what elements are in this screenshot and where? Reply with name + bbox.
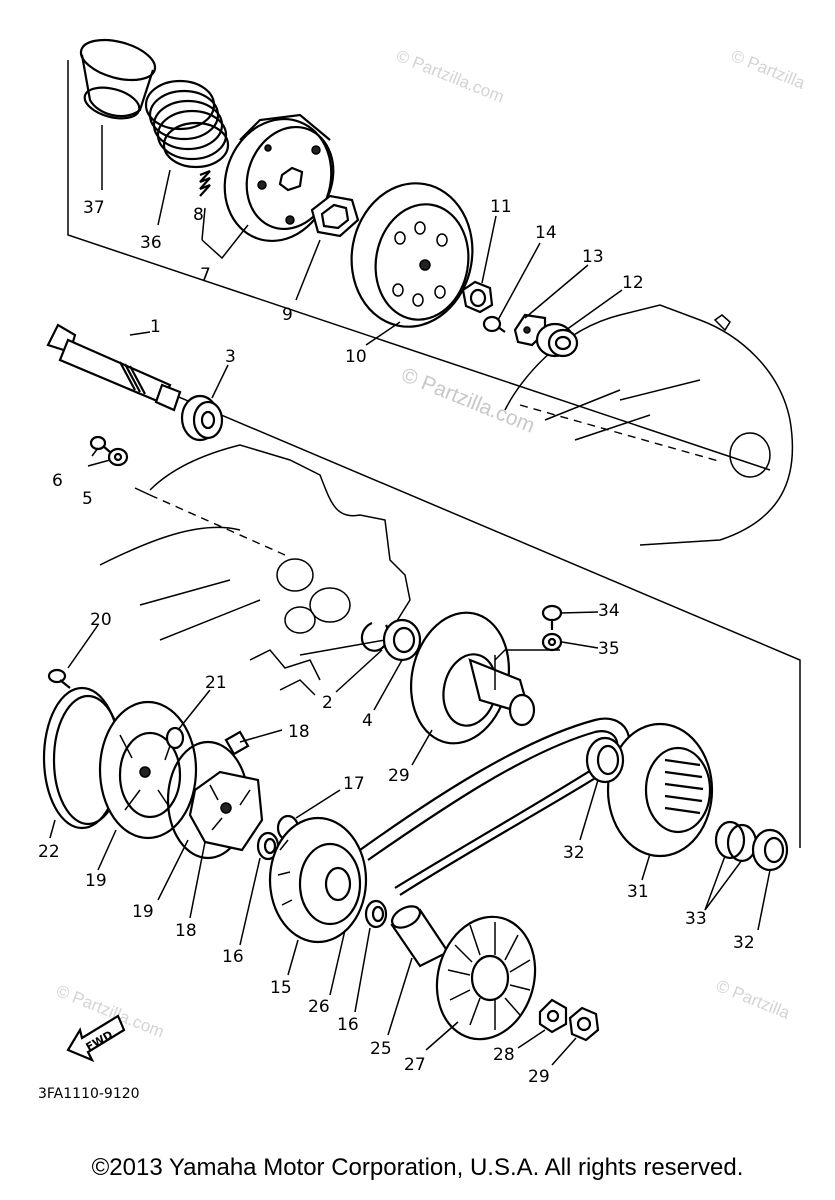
part-12-bearing xyxy=(535,322,579,358)
callout-37: 37 xyxy=(83,198,105,218)
part-37-sleeve xyxy=(79,38,157,120)
callout-18: 18 xyxy=(175,921,197,941)
callout-23: 21 xyxy=(205,673,227,693)
part-30-secondary-sheave xyxy=(409,611,536,745)
part-33-o-rings xyxy=(714,820,758,863)
part-22-screw xyxy=(47,668,71,689)
callout-19: 18 xyxy=(288,722,310,742)
callout-1: 1 xyxy=(150,317,161,337)
callout-35: 35 xyxy=(598,639,620,659)
callout-29: 29 xyxy=(528,1067,550,1087)
callout-28: 28 xyxy=(493,1045,515,1065)
part-7-clutch-carrier xyxy=(223,113,335,243)
callout-10: 10 xyxy=(345,347,367,367)
part-3-bearing xyxy=(180,394,224,442)
callout-14: 14 xyxy=(535,223,557,243)
callout-32-upper: 32 xyxy=(563,843,585,863)
part-32-oil-seal-lower xyxy=(751,828,789,872)
callout-15: 15 xyxy=(270,978,292,998)
part-16-bushing-right xyxy=(364,899,388,929)
part-36-spring xyxy=(144,79,230,169)
part-21-cam-plate xyxy=(98,700,198,840)
assembly-frame xyxy=(55,60,801,848)
part-32-oil-seal-upper xyxy=(585,736,625,784)
watermark-top-right: © Partzilla xyxy=(729,46,809,93)
part-23-bushing xyxy=(165,726,185,750)
callout-16-right: 16 xyxy=(337,1015,359,1035)
callout-labels: 37 36 8 7 9 10 11 14 13 12 1 3 6 5 20 21… xyxy=(38,197,755,1087)
part-34-bolt xyxy=(541,604,563,630)
callout-9: 9 xyxy=(282,305,293,325)
callout-31: 31 xyxy=(627,882,649,902)
callout-3: 3 xyxy=(225,347,236,367)
callout-36: 36 xyxy=(140,233,162,253)
callout-34: 34 xyxy=(598,601,620,621)
fwd-arrow: FWD xyxy=(66,1014,126,1063)
part-31-sliding-sheave xyxy=(606,722,714,858)
part-19-slider xyxy=(224,730,250,756)
part-35-washer xyxy=(541,632,563,652)
callout-4: 4 xyxy=(362,711,373,731)
part-29-nut xyxy=(568,1006,600,1042)
part-6-bolt xyxy=(89,435,111,453)
callout-21: 19 xyxy=(85,871,107,891)
callout-2: 2 xyxy=(322,693,333,713)
part-25-collar xyxy=(390,905,450,968)
callout-22: 20 xyxy=(90,610,112,630)
callout-5: 5 xyxy=(82,489,93,509)
part-15-primary-sheave xyxy=(268,816,368,944)
callout-16-left: 16 xyxy=(222,947,244,967)
callout-7: 7 xyxy=(200,265,211,285)
part-10-clutch-housing xyxy=(350,182,474,328)
callout-8: 8 xyxy=(193,205,204,225)
part-11-nut xyxy=(461,280,494,314)
callout-32-lower: 32 xyxy=(733,933,755,953)
callout-25: 25 xyxy=(370,1039,392,1059)
v-belt xyxy=(359,717,631,896)
part-28-washer xyxy=(538,998,568,1034)
watermark-center: © Partzilla.com xyxy=(398,363,538,437)
callout-11: 11 xyxy=(490,197,512,217)
watermark-top: © Partzilla.com xyxy=(394,46,507,107)
copyright-notice: ©2013 Yamaha Motor Corporation, U.S.A. A… xyxy=(91,1154,744,1181)
part-27-primary-fan xyxy=(435,915,537,1041)
watermark-bottom-right: © Partzilla xyxy=(714,976,794,1023)
part-1-shaft xyxy=(46,323,182,412)
callout-20: 19 xyxy=(132,902,154,922)
callout-17: 17 xyxy=(343,774,365,794)
callout-13: 13 xyxy=(582,247,604,267)
crankcase xyxy=(99,444,411,696)
diagram-code: 3FA1110-9120 xyxy=(38,1086,140,1102)
part-8-small-spring xyxy=(199,169,211,197)
callout-26: 26 xyxy=(308,997,330,1017)
part-4-oil-seal xyxy=(382,618,422,662)
leader-lines xyxy=(49,125,771,1066)
part-5-washer xyxy=(107,447,129,467)
callout-30: 29 xyxy=(388,766,410,786)
part-9-nut xyxy=(310,194,360,238)
part-18-weight-holder xyxy=(188,770,264,852)
callout-24: 22 xyxy=(38,842,60,862)
callout-33: 33 xyxy=(685,909,707,929)
callout-6: 6 xyxy=(52,471,63,491)
part-14-screw xyxy=(482,315,506,333)
callout-27: 27 xyxy=(404,1055,426,1075)
callout-12: 12 xyxy=(622,273,644,293)
